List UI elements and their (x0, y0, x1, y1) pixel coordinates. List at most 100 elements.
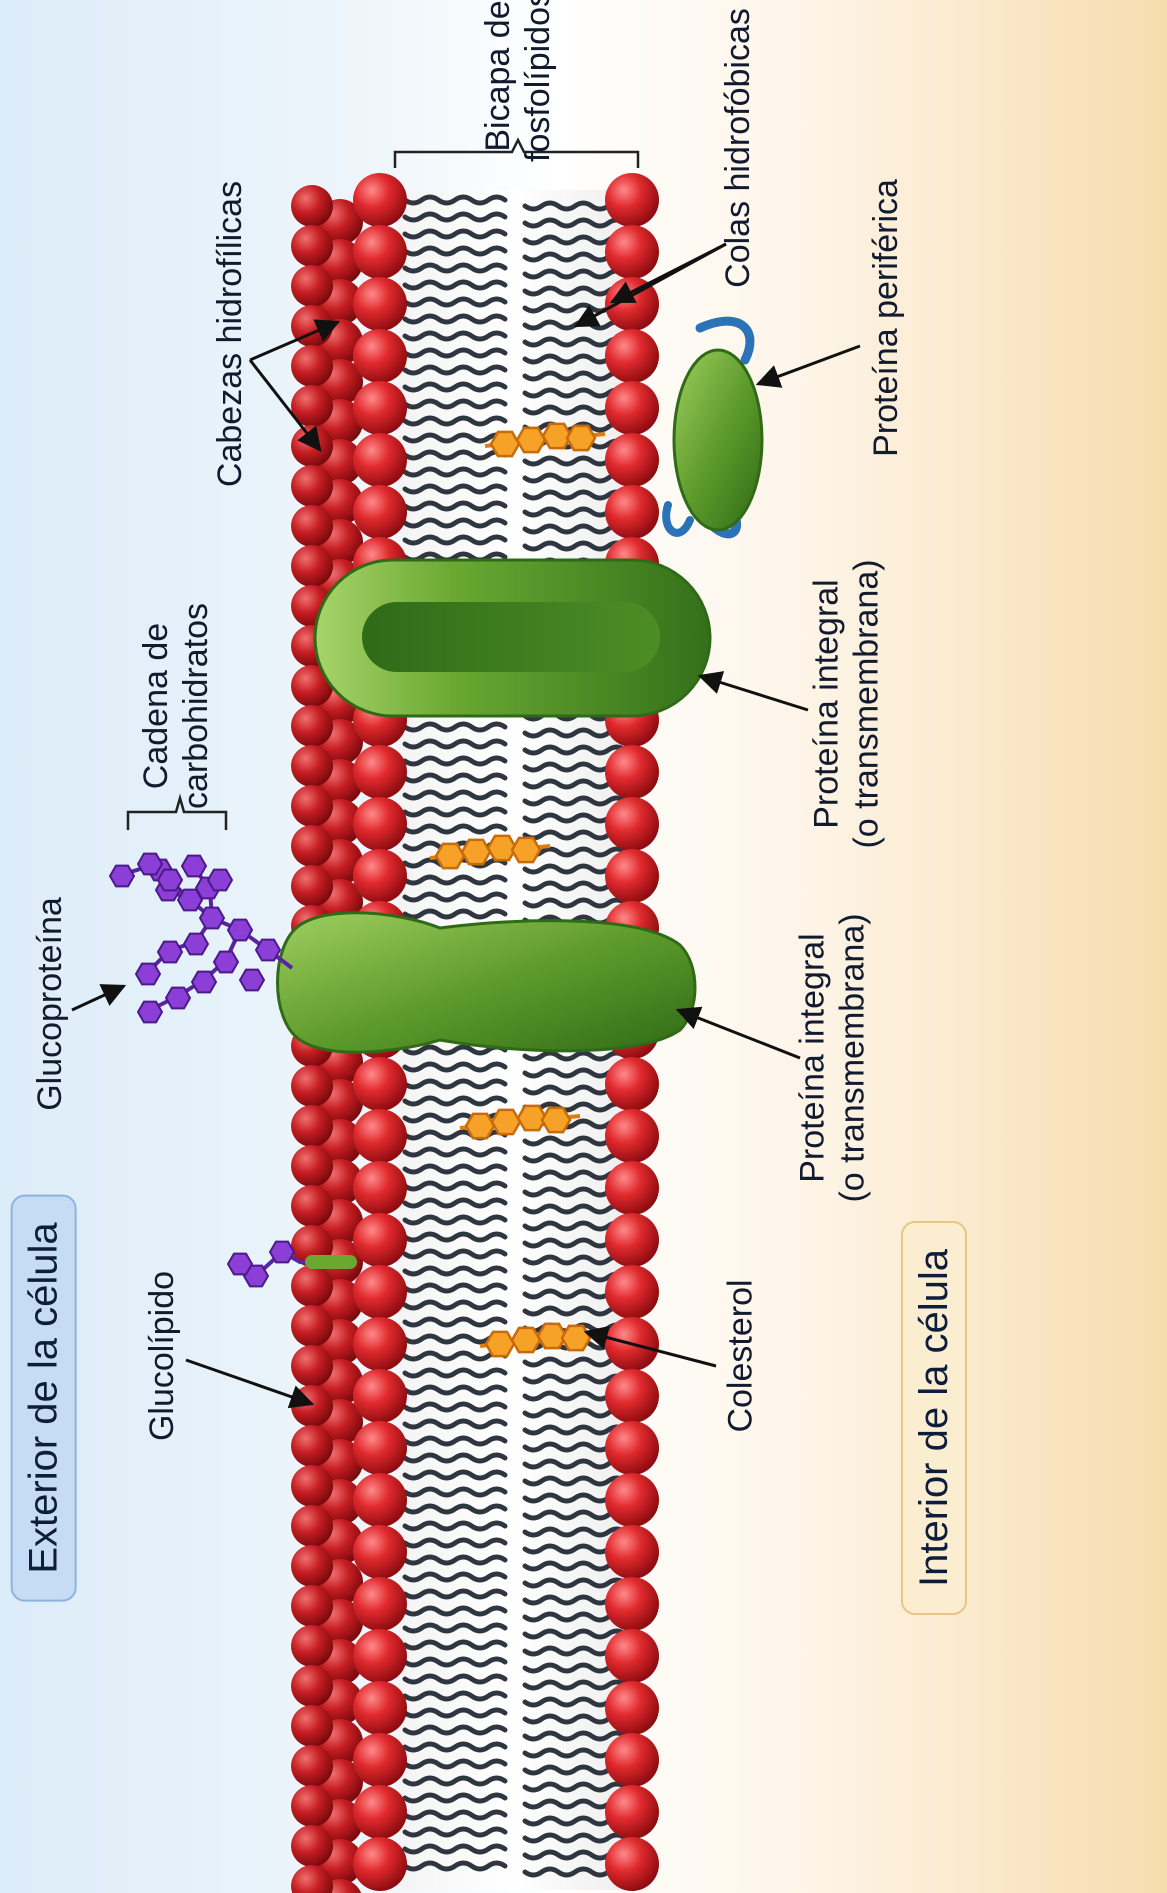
glycolipid-stalk (305, 1255, 357, 1269)
hydrophilic-head (353, 1733, 407, 1787)
glucoproteina-label: Glucoproteína (30, 897, 70, 1111)
hydrophilic-head (353, 1629, 407, 1683)
head-back (291, 1065, 333, 1107)
head-back (291, 1745, 333, 1787)
cadena-carbohidratos-label: Cadena de carbohidratos (136, 603, 216, 809)
hydrophilic-head (605, 1681, 659, 1735)
hydrophilic-head (353, 1785, 407, 1839)
hydrophilic-head (605, 1837, 659, 1891)
hydrophilic-head (353, 1317, 407, 1371)
proteina-integral-label-2: Proteína integral (o transmembrana) (792, 913, 872, 1202)
hydrophilic-head (353, 485, 407, 539)
hydrophilic-head (605, 329, 659, 383)
integral-protein (278, 913, 696, 1052)
hydrophilic-head (605, 1629, 659, 1683)
hydrophilic-head (353, 1681, 407, 1735)
exterior-label-box: Exterior de la célula (10, 1194, 76, 1601)
hydrophilic-head (605, 1733, 659, 1787)
sugar-unit (256, 940, 280, 961)
head-back (291, 1105, 333, 1147)
head-back (291, 1185, 333, 1227)
phospholipid-bilayer (110, 173, 762, 1893)
hydrophilic-head (353, 329, 407, 383)
hydrophilic-head (605, 745, 659, 799)
bicapa-fosfolipidos-label: Bicapa de fosfolípidos (478, 0, 558, 162)
hydrophilic-head (605, 173, 659, 227)
exterior-label: Exterior de la célula (21, 1222, 65, 1573)
hydrophilic-head (353, 277, 407, 331)
sugar-unit (136, 964, 160, 985)
sugar-unit (184, 934, 208, 955)
sugar-unit (110, 866, 134, 887)
head-back (291, 1145, 333, 1187)
head-back (291, 1265, 333, 1307)
hydrophilic-head (605, 797, 659, 851)
hydrophilic-head (605, 1577, 659, 1631)
head-back (291, 465, 333, 507)
head-back (291, 1625, 333, 1667)
head-back (291, 1585, 333, 1627)
proteina-integral-label-1: Proteína integral (o transmembrana) (806, 559, 886, 848)
hydrophilic-head (353, 433, 407, 487)
glucolipido-label: Glucolípido (142, 1271, 182, 1441)
head-back (291, 705, 333, 747)
head-back (291, 1785, 333, 1827)
head-back (291, 1545, 333, 1587)
hydrophilic-head (353, 849, 407, 903)
head-back (291, 225, 333, 267)
hydrophilic-head (353, 745, 407, 799)
colas-hidrofobicas-label: Colas hidrofóbicas (718, 8, 758, 288)
hydrophilic-head (353, 173, 407, 227)
head-back (291, 185, 333, 227)
hydrophilic-head (353, 381, 407, 435)
protein-channel-pore (362, 602, 660, 672)
head-back (291, 1465, 333, 1507)
hydrophilic-head (353, 1577, 407, 1631)
hydrophilic-head (605, 1473, 659, 1527)
sugar-unit (166, 988, 190, 1009)
head-back (291, 425, 333, 467)
hydrophilic-head (605, 381, 659, 435)
sugar-unit (138, 854, 162, 875)
hydrophilic-head (353, 1161, 407, 1215)
head-back (291, 745, 333, 787)
sugar-unit (158, 942, 182, 963)
hydrophilic-head (353, 1525, 407, 1579)
head-back (291, 345, 333, 387)
interior-label: Interior de la célula (912, 1249, 956, 1587)
sugar-unit (208, 870, 232, 891)
head-back (291, 1665, 333, 1707)
sugar-unit (200, 908, 224, 929)
head-back (291, 505, 333, 547)
hydrophilic-head (605, 1057, 659, 1111)
hydrophilic-head (605, 1369, 659, 1423)
head-back (291, 1345, 333, 1387)
sugar-unit (240, 970, 264, 991)
head-back (291, 1705, 333, 1747)
proteina-periferica-label: Proteína periférica (866, 179, 906, 457)
peripheral-protein (674, 350, 762, 530)
hydrophilic-head (605, 849, 659, 903)
sugar-unit (228, 1254, 252, 1275)
hydrophilic-head (605, 1109, 659, 1163)
colesterol-label: Colesterol (720, 1279, 760, 1432)
hydrophilic-head (353, 1109, 407, 1163)
hydrophilic-head (353, 797, 407, 851)
head-back (291, 1425, 333, 1467)
hydrophilic-head (605, 1161, 659, 1215)
hydrophilic-head (605, 1525, 659, 1579)
head-back (291, 1505, 333, 1547)
sugar-unit (138, 1002, 162, 1023)
hydrophilic-head (353, 1369, 407, 1423)
sugar-unit (228, 920, 252, 941)
hydrophilic-head (605, 1785, 659, 1839)
hydrophilic-head (605, 485, 659, 539)
peripheral-anchor (666, 505, 690, 533)
head-back (291, 785, 333, 827)
sugar-unit (182, 856, 206, 877)
hydrophilic-head (353, 1057, 407, 1111)
carbohydrate-chain (110, 854, 292, 1023)
sugar-unit (192, 972, 216, 993)
